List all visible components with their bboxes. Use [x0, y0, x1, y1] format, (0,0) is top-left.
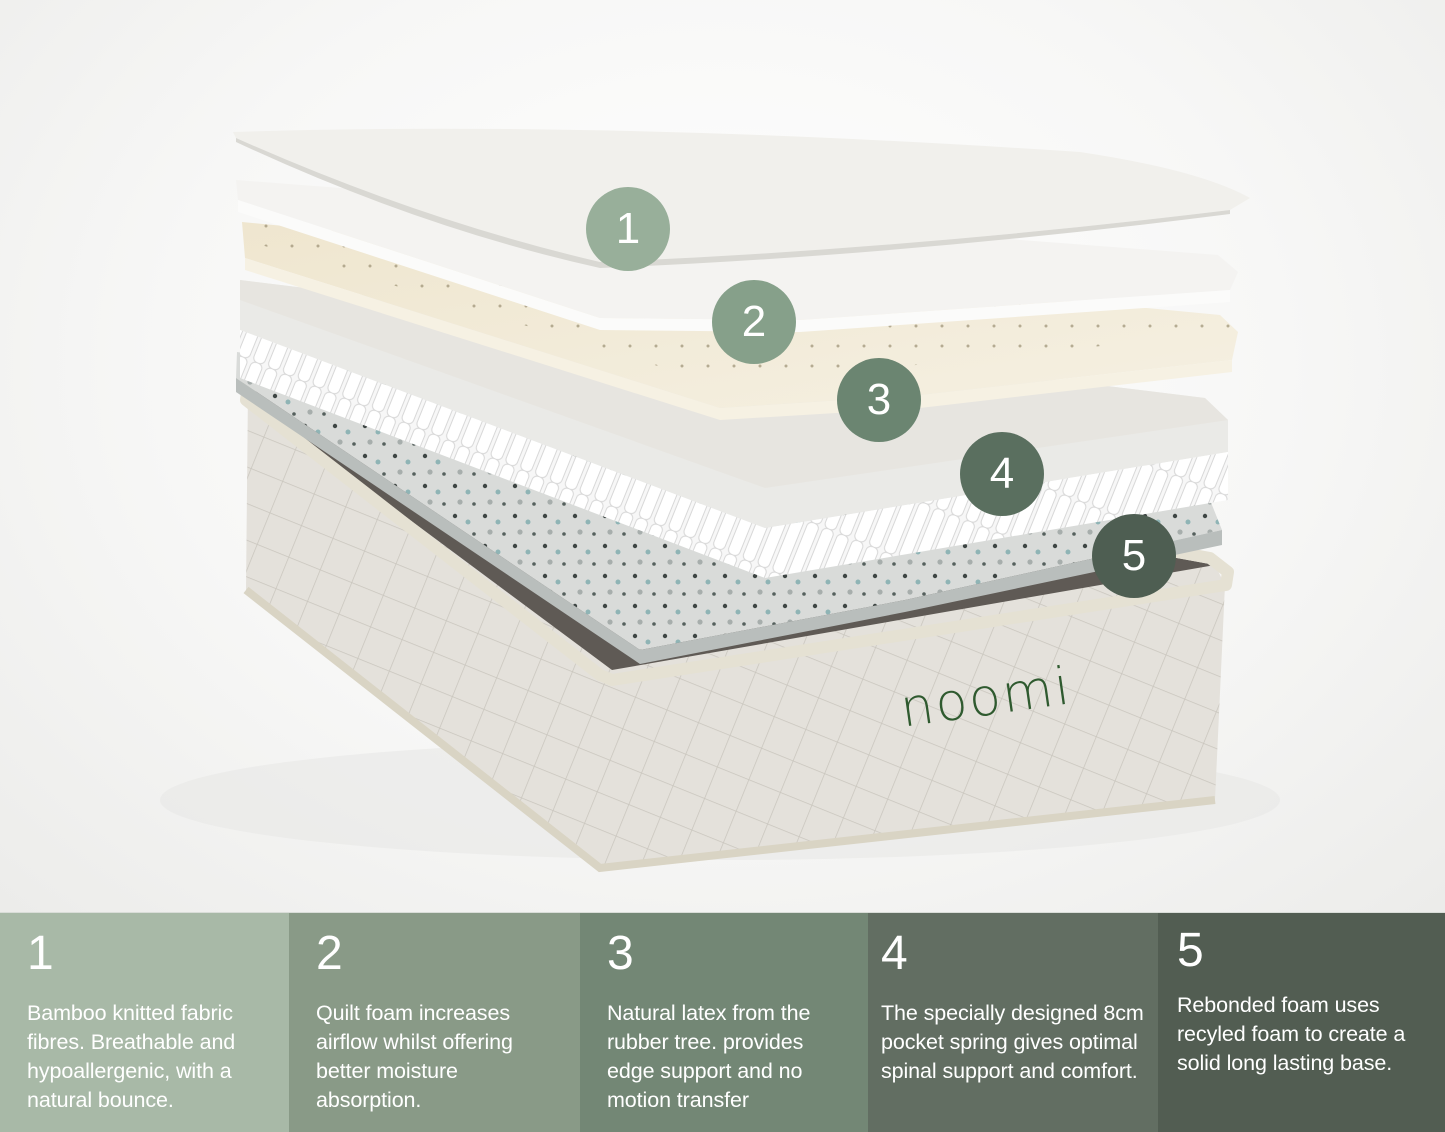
layer-description: The specially designed 8cm pocket spring…	[881, 1001, 1144, 1083]
layer-description: Quilt foam increases airflow whilst offe…	[316, 1001, 513, 1112]
layer-panel-3: 3 Natural latex from the rubber tree. pr…	[580, 913, 868, 1132]
callout-badge-2: 2	[712, 280, 796, 364]
layer-panel-2: 2 Quilt foam increases airflow whilst of…	[289, 913, 580, 1132]
mattress-illustration: 1 2 3 4 5 noomi	[0, 0, 1445, 912]
layer-number: 1	[27, 927, 54, 980]
callout-badge-3: 3	[837, 358, 921, 442]
callout-badge-5: 5	[1092, 514, 1176, 598]
layer-description: Natural latex from the rubber tree. prov…	[607, 1001, 811, 1112]
layer-panel-4: 4 The specially designed 8cm pocket spri…	[868, 913, 1158, 1132]
layer-number: 5	[1177, 924, 1204, 977]
layer-panel-5: 5 Rebonded foam uses recyled foam to cre…	[1158, 913, 1445, 1132]
layer-number: 2	[316, 927, 343, 980]
callout-badge-4: 4	[960, 432, 1044, 516]
layer-1-bamboo-cover	[233, 128, 1250, 268]
layer-number: 3	[607, 927, 634, 980]
layer-number: 4	[881, 927, 908, 980]
layer-description: Bamboo knitted fabric fibres. Breathable…	[27, 1001, 236, 1112]
layer-description: Rebonded foam uses recyled foam to creat…	[1177, 993, 1406, 1075]
layer-panel-1: 1 Bamboo knitted fabric fibres. Breathab…	[0, 913, 289, 1132]
callout-badge-1: 1	[586, 187, 670, 271]
layer-descriptions: 1 Bamboo knitted fabric fibres. Breathab…	[0, 912, 1445, 1132]
exploded-mattress-graphic	[233, 128, 1250, 873]
